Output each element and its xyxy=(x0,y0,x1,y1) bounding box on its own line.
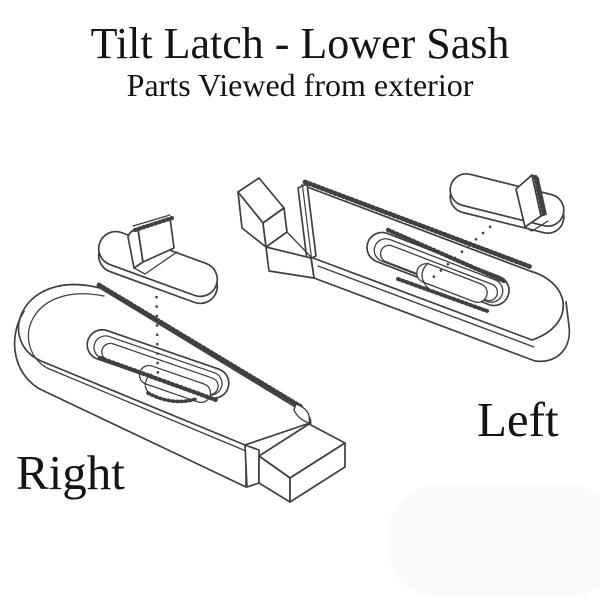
left-handle-tab-foot xyxy=(524,220,549,232)
left-recess-pocket xyxy=(416,262,488,304)
left-recess-hatched-edge-upper xyxy=(385,227,507,284)
label-right: Right xyxy=(16,445,125,500)
left-latch-handle xyxy=(449,172,565,235)
page-subtitle: Parts Viewed from exterior xyxy=(127,67,474,103)
left-tongue-ledge-edge xyxy=(286,231,312,258)
right-latch-assembly xyxy=(13,214,346,503)
right-body-end-sliver xyxy=(244,444,260,488)
left-body-inner-rim-line xyxy=(317,265,535,348)
page-title: Tilt Latch - Lower Sash xyxy=(91,19,510,68)
left-body-side-wall xyxy=(310,256,571,363)
left-body-hatched-edge xyxy=(302,179,534,270)
left-recess-hatched-edge-lower xyxy=(396,277,489,313)
right-recess-hatched-edge xyxy=(97,355,219,403)
right-pocket-hatched-edge xyxy=(146,391,198,404)
left-latch-assembly xyxy=(237,172,571,363)
right-latch-handle xyxy=(97,214,219,305)
right-handle-tab-hatched-edge xyxy=(132,215,175,233)
right-handle-tab-foot xyxy=(133,251,178,275)
right-tongue-end-face xyxy=(289,442,346,503)
right-handle-tab-top-edge xyxy=(132,214,171,227)
right-body-side-wall xyxy=(13,310,247,488)
left-handle-tab-hatched-edge xyxy=(533,174,546,217)
right-body-inner-rim-line xyxy=(27,293,247,452)
left-body-ridge-inner-line xyxy=(301,185,313,259)
right-body-hatched-edge xyxy=(96,282,306,411)
faint-shadow-blob xyxy=(388,485,600,597)
label-left: Left xyxy=(477,392,559,447)
left-body-end-face xyxy=(265,246,315,279)
